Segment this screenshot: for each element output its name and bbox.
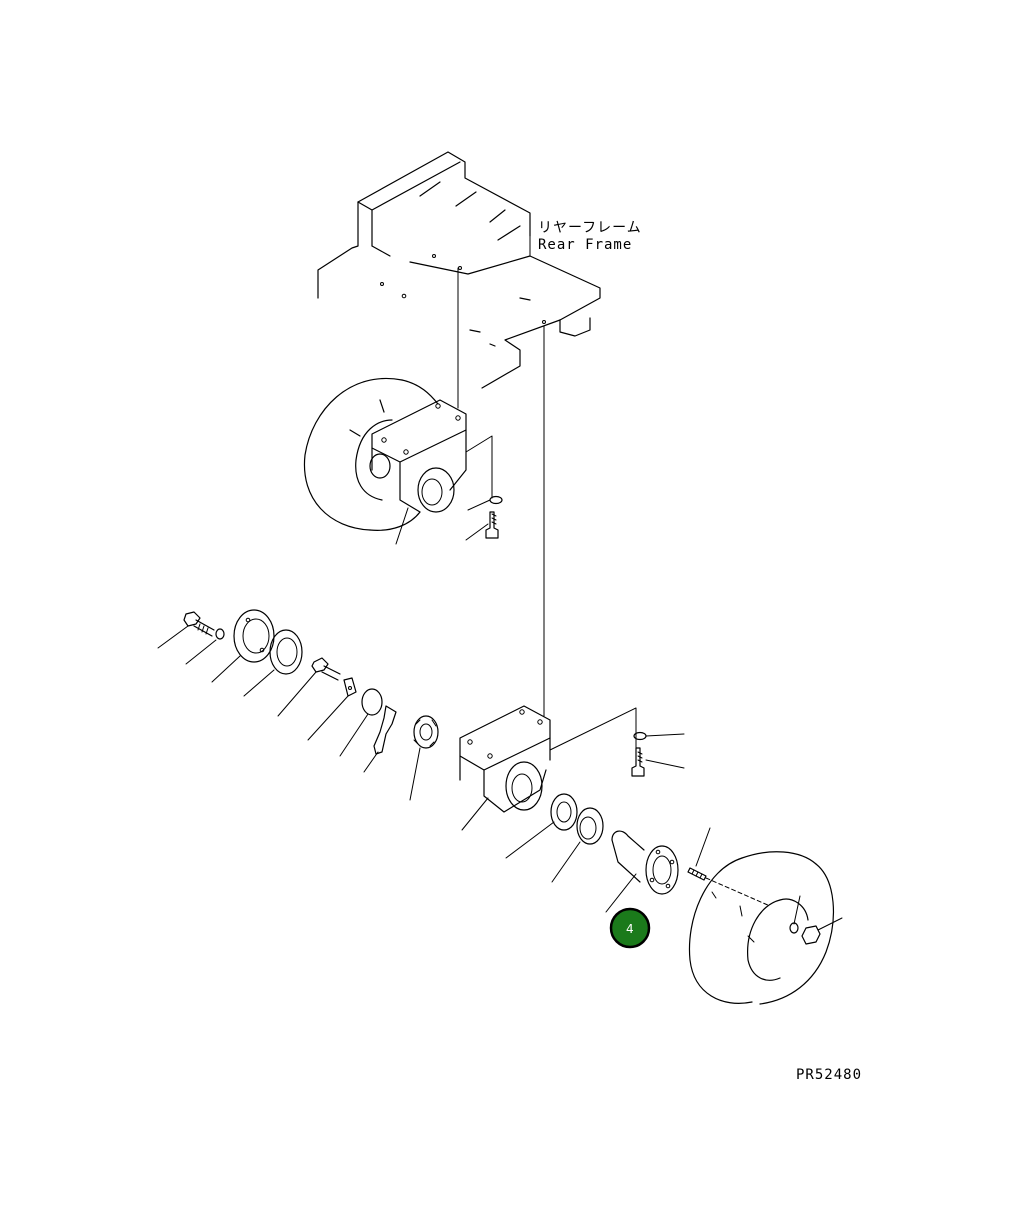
upper-wheel-assembly <box>303 377 503 545</box>
exploded-parts <box>157 609 439 801</box>
rear-frame-label-jp: リヤーフレーム <box>538 220 642 236</box>
rear-frame-label-en: Rear Frame <box>538 237 632 253</box>
callout-4[interactable]: 4 <box>609 907 651 949</box>
rear-frame <box>317 151 601 389</box>
callout-4-number[interactable]: 4 <box>626 922 634 936</box>
callout-4-circle[interactable] <box>609 907 651 949</box>
drawing-number: PR52480 <box>796 1067 862 1083</box>
hub-and-wheel <box>505 793 843 1005</box>
lower-bracket <box>459 705 685 831</box>
